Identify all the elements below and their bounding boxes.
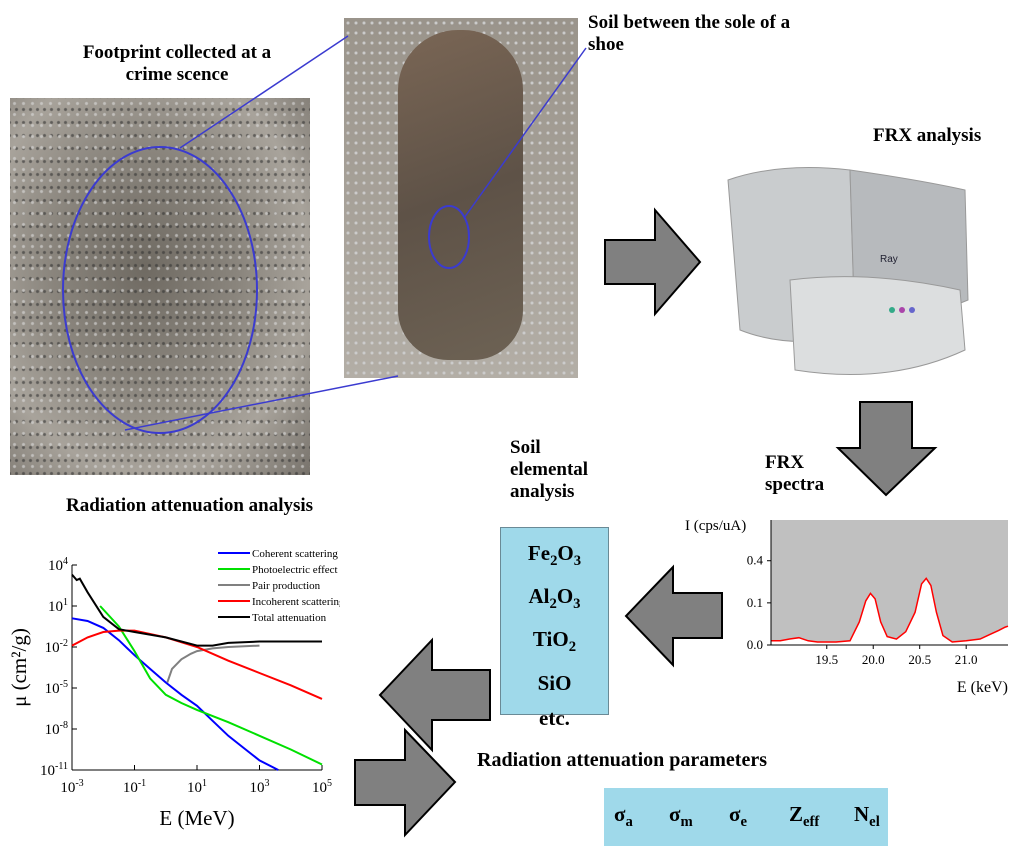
y-tick-label: 10-5 xyxy=(45,679,68,697)
formula-part: 3 xyxy=(573,596,581,613)
frx-machine-image: Ray xyxy=(727,167,969,375)
frx-analysis-title: FRX analysis xyxy=(873,125,982,146)
y-tick-label: 0.0 xyxy=(747,637,763,652)
x-tick-label: 19.5 xyxy=(815,652,838,667)
y-tick-label: 10-2 xyxy=(45,638,68,656)
parameter-σa: σa xyxy=(614,802,633,831)
x-axis-label: E (MeV) xyxy=(159,806,234,830)
formula-part: 2 xyxy=(550,553,558,570)
x-tick-label: 105 xyxy=(312,778,332,796)
footprint-ellipse xyxy=(62,146,258,434)
x-tick-label: 103 xyxy=(250,778,270,796)
series-line xyxy=(771,577,1009,643)
arrow-left-icon xyxy=(624,564,723,668)
plot-background xyxy=(771,520,1008,645)
x-tick-label: 20.0 xyxy=(862,652,885,667)
attenuation-parameters-title: Radiation attenuation parameters xyxy=(477,749,767,771)
footprint-title: Footprint collected at a crime scence xyxy=(82,42,272,85)
series-line xyxy=(71,573,322,647)
series-line xyxy=(166,644,260,683)
shoe-title: Soil between the sole of a shoe xyxy=(588,12,791,55)
legend-label: Coherent scattering xyxy=(252,548,338,560)
series-line xyxy=(71,617,279,771)
legend-label: Photoelectric effect xyxy=(252,564,338,576)
connector-line xyxy=(124,375,399,431)
series-line xyxy=(99,605,323,766)
arrow-left-icon xyxy=(378,637,491,753)
y-tick-label: 101 xyxy=(48,597,68,615)
y-tick-label: 10-8 xyxy=(45,720,68,738)
formula-part: 2 xyxy=(549,596,557,613)
x-axis-label: E (keV) xyxy=(957,679,1008,696)
compound-formula: etc. xyxy=(501,701,608,736)
y-tick-label: 0.1 xyxy=(747,595,763,610)
formula-part: 3 xyxy=(573,553,582,570)
legend-label: Total attenuation xyxy=(252,612,327,624)
machine-brand: Ray xyxy=(880,254,898,265)
x-tick-label: 10-3 xyxy=(60,778,83,796)
shoe-sole xyxy=(398,30,523,360)
formula-part: SiO xyxy=(537,670,572,695)
attenuation-analysis-title: Radiation attenuation analysis xyxy=(66,495,314,516)
arrow-right-icon xyxy=(354,727,457,838)
compound-formula: Fe2O3 xyxy=(501,536,608,579)
x-tick-label: 101 xyxy=(187,778,207,796)
y-axis-label: I (cps/uA) xyxy=(685,518,746,534)
frx-spectrum-chart: 19.5 20.0 20.5 21.0 0.0 0.1 0.4 I (cps/uA) E (ke… xyxy=(685,518,1009,696)
y-tick-label: 104 xyxy=(48,556,68,574)
formula-part: Al xyxy=(528,584,550,609)
y-tick-label: 10-11 xyxy=(40,761,68,779)
y-tick-label: 0.4 xyxy=(747,553,764,568)
connector-line xyxy=(179,35,349,149)
legend-label: Pair production xyxy=(252,580,321,592)
formula-part: O xyxy=(557,541,574,565)
formula-part: 2 xyxy=(568,639,577,656)
x-tick-label: 20.5 xyxy=(908,652,931,667)
formula-part: Fe xyxy=(527,541,551,565)
frx-spectra-title: FRX spectra xyxy=(765,452,825,495)
parameter-σe: σe xyxy=(729,802,747,831)
parameters-box: σa σm σe Zeff Nel xyxy=(604,788,888,846)
connector-line xyxy=(463,47,587,219)
compound-formula: Al2O3 xyxy=(501,579,608,622)
parameter-σm: σm xyxy=(669,802,693,831)
formula-part: TiO xyxy=(532,627,569,652)
x-tick-label: 10-1 xyxy=(123,778,146,796)
parameter-Zeff: Zeff xyxy=(789,802,820,831)
soil-elemental-title: Soil elemental analysis xyxy=(510,437,589,502)
sole-ellipse xyxy=(428,205,470,269)
attenuation-chart: 10-3 10-1 101 103 105 104 101 10-2 10-5 10-8 10-11… xyxy=(7,548,340,830)
compound-formula: TiO2 xyxy=(501,622,608,665)
x-tick-label: 21.0 xyxy=(955,652,978,667)
arrow-down-icon xyxy=(835,401,938,497)
arrow-right-icon xyxy=(604,207,702,317)
formula-part: etc. xyxy=(539,705,570,730)
parameter-Nel: Nel xyxy=(854,802,880,831)
footprint-photo xyxy=(10,98,310,475)
formula-part: O xyxy=(556,584,574,609)
legend-label: Incoherent scattering xyxy=(252,596,340,608)
y-axis-label: μ (cm²/g) xyxy=(7,628,31,707)
compound-formula: SiO xyxy=(501,666,608,701)
